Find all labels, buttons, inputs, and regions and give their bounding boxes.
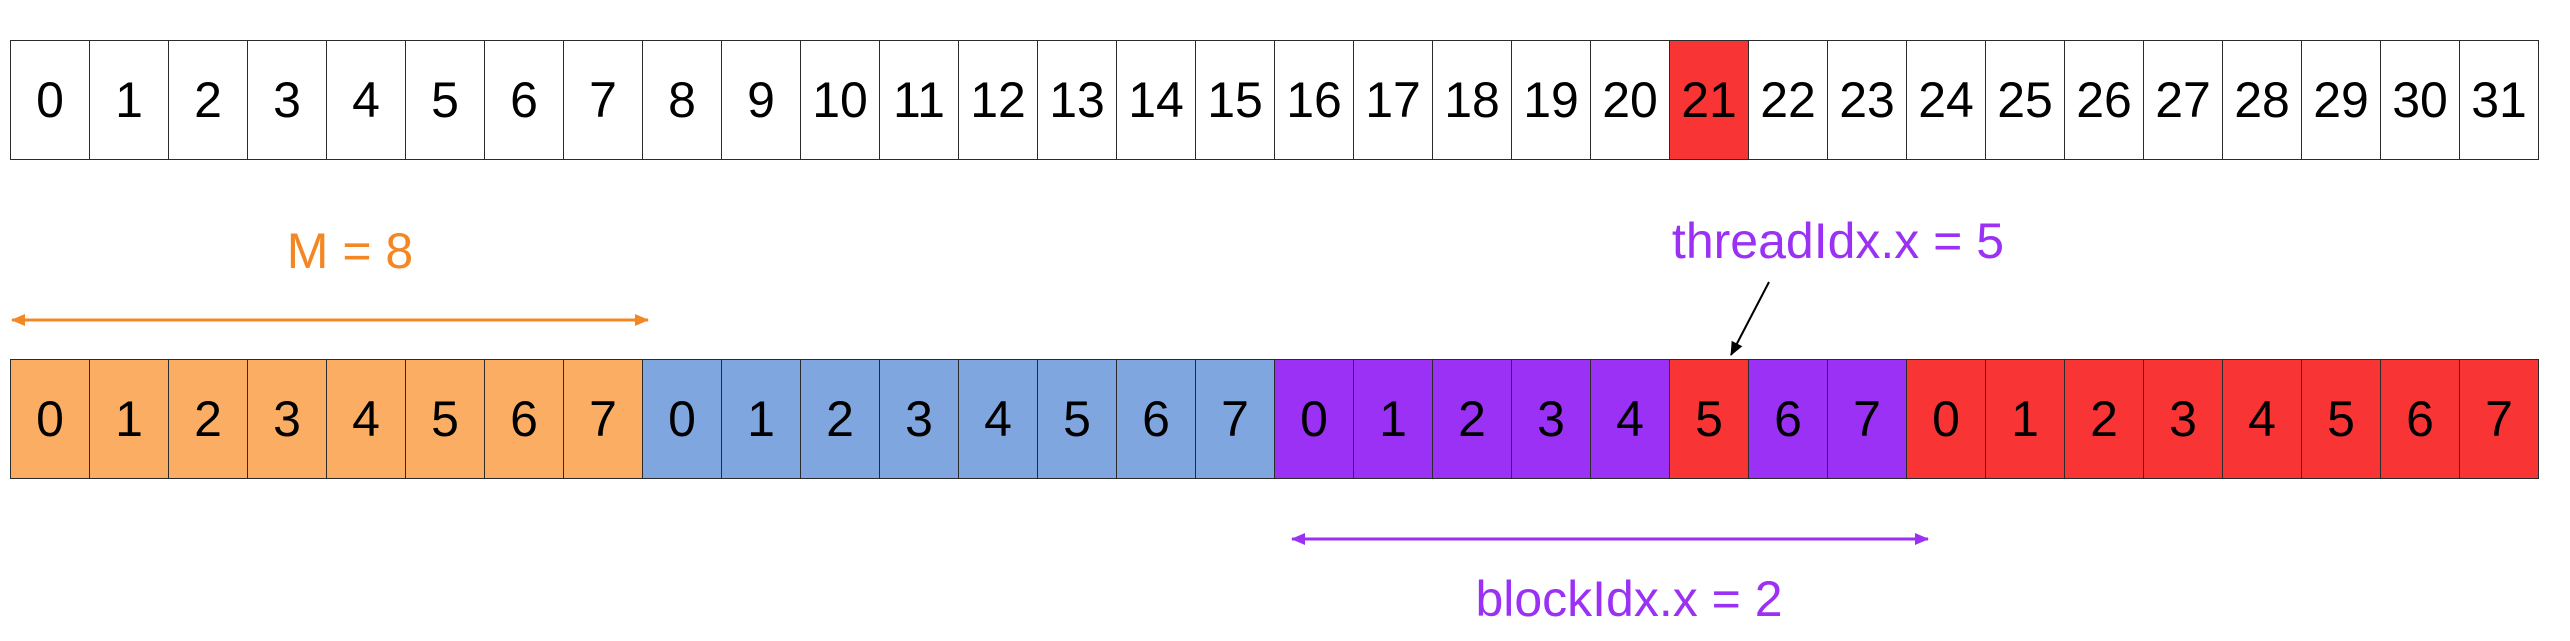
- block-1-thread-cell: 6: [1116, 359, 1196, 479]
- block-3-thread-cell: 0: [1906, 359, 1986, 479]
- global-index-cell: 28: [2222, 40, 2302, 160]
- block-1-thread-cell: 3: [879, 359, 959, 479]
- global-index-cell: 3: [247, 40, 327, 160]
- global-index-cell: 29: [2301, 40, 2381, 160]
- block-1-thread-cell: 5: [1037, 359, 1117, 479]
- global-index-cell: 8: [642, 40, 722, 160]
- global-index-cell: 13: [1037, 40, 1117, 160]
- block-1-thread-cell: 0: [642, 359, 722, 479]
- block-3-thread-cell: 4: [2222, 359, 2302, 479]
- global-index-cell: 0: [10, 40, 90, 160]
- block-1-thread-cell: 4: [958, 359, 1038, 479]
- global-index-cell: 18: [1432, 40, 1512, 160]
- block-2-thread-cell: 0: [1274, 359, 1354, 479]
- block-1-thread-cell: 1: [721, 359, 801, 479]
- block-0-thread-cell: 2: [168, 359, 248, 479]
- block-3-thread-cell: 2: [2064, 359, 2144, 479]
- block-3-thread-cell: 1: [1985, 359, 2065, 479]
- block-0-thread-cell: 7: [563, 359, 643, 479]
- global-index-cell: 5: [405, 40, 485, 160]
- block-index-label: blockIdx.x = 2: [1475, 571, 1783, 627]
- global-index-cell: 6: [484, 40, 564, 160]
- block-3-thread-cell: 7: [2459, 359, 2539, 479]
- block-size-label: M = 8: [286, 223, 414, 279]
- global-index-cell: 16: [1274, 40, 1354, 160]
- global-index-cell: 22: [1748, 40, 1828, 160]
- global-index-cell: 23: [1827, 40, 1907, 160]
- block-2-thread-cell: 2: [1432, 359, 1512, 479]
- global-index-cell: 31: [2459, 40, 2539, 160]
- global-index-cell: 19: [1511, 40, 1591, 160]
- block-3-thread-cell: 5: [2301, 359, 2381, 479]
- global-index-cell: 27: [2143, 40, 2223, 160]
- thread-pointer-arrow: [1730, 281, 1770, 356]
- block-3-thread-cell: 6: [2380, 359, 2460, 479]
- block-0-thread-cell: 1: [89, 359, 169, 479]
- global-index-cell: 7: [563, 40, 643, 160]
- global-index-cell: 26: [2064, 40, 2144, 160]
- global-index-cell: 15: [1195, 40, 1275, 160]
- global-index-cell: 4: [326, 40, 406, 160]
- block-0-thread-cell: 0: [10, 359, 90, 479]
- block-2-thread-cell: 7: [1827, 359, 1907, 479]
- global-index-cell: 12: [958, 40, 1038, 160]
- global-index-cell: 9: [721, 40, 801, 160]
- block-1-thread-cell: 2: [800, 359, 880, 479]
- block-0-thread-cell: 6: [484, 359, 564, 479]
- global-index-cell: 2: [168, 40, 248, 160]
- block-2-thread-cell: 6: [1748, 359, 1828, 479]
- thread-index-label: threadIdx.x = 5: [1671, 213, 2005, 269]
- global-index-cell: 24: [1906, 40, 1986, 160]
- block-2-thread-cell: 1: [1353, 359, 1433, 479]
- global-index-cell: 30: [2380, 40, 2460, 160]
- global-index-cell: 21: [1669, 40, 1749, 160]
- global-index-cell: 20: [1590, 40, 1670, 160]
- block-2-thread-cell: 4: [1590, 359, 1670, 479]
- block-2-thread-cell: 5: [1669, 359, 1749, 479]
- block-0-thread-cell: 3: [247, 359, 327, 479]
- block-3-thread-cell: 3: [2143, 359, 2223, 479]
- global-index-cell: 1: [89, 40, 169, 160]
- global-index-cell: 14: [1116, 40, 1196, 160]
- global-index-cell: 25: [1985, 40, 2065, 160]
- global-index-cell: 17: [1353, 40, 1433, 160]
